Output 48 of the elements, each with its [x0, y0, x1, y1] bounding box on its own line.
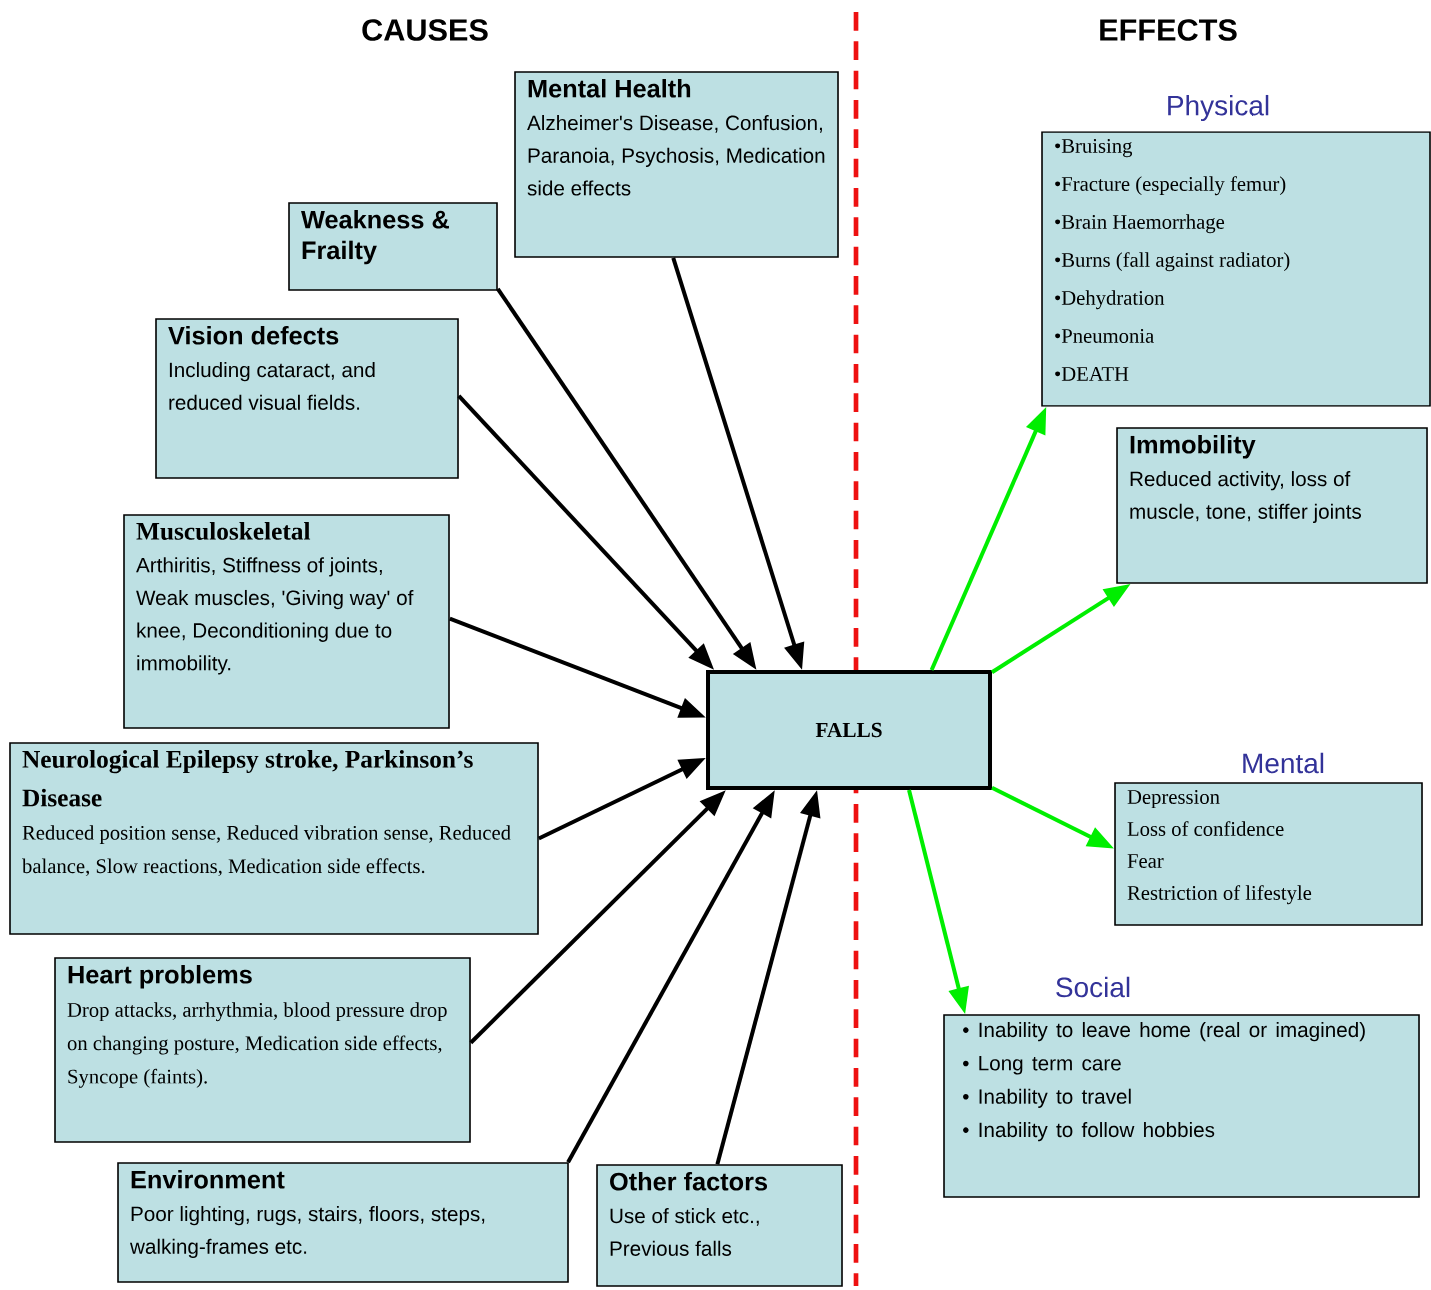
box-text: Reduced activity, loss of muscle, tone, stiffer joints [1130, 471, 1361, 523]
list-item: •DEATH [1055, 367, 1129, 381]
text-box [596, 1164, 843, 1287]
list-item: • Long term care [963, 1056, 1121, 1075]
text-box [288, 202, 498, 291]
list-item: •Burns (fall against radiator) [1055, 252, 1290, 272]
box-title: Other factors [610, 1172, 767, 1191]
box-title: Immobility [1130, 435, 1256, 459]
box-title: Neurological Epilepsy stroke, Parkinson’s Disease [22, 750, 473, 807]
box-title: Heart problems [68, 965, 252, 989]
box-text: Poor lighting, rugs, stairs, floors, steps, walking-frames etc. [130, 1206, 485, 1258]
text-box [1116, 427, 1428, 584]
box-title: Mental [1243, 752, 1324, 774]
box-title: Environment [131, 1170, 285, 1189]
list-item: Fear [1127, 854, 1164, 868]
box-title: Mental Health [528, 79, 691, 98]
list-item: •Brain Haemorrhage [1055, 214, 1225, 234]
box-text: Reduced position sense, Reduced vibration sense, Reduced balance, Slow reactions, Medication side effects. [22, 825, 511, 877]
list-item: • Inability to leave home (real or imagined) [963, 1022, 1365, 1042]
list-item: • Inability to follow hobbies [963, 1122, 1215, 1142]
list-item: • Inability to travel [963, 1088, 1131, 1108]
box-text: Alzheimer's Disease, Confusion, Paranoia, Psychosis, Medication side effects [527, 115, 825, 196]
list-item: Depression [1127, 790, 1220, 809]
box-title: Social [1056, 976, 1130, 998]
box-title: Physical [1168, 94, 1269, 122]
list-item: Restriction of lifestyle [1127, 885, 1312, 905]
box-text: Arthiritis, Stiffness of joints, Weak muscles, 'Giving way' of knee, Deconditioning due to immobility. [136, 557, 414, 675]
list-item: •Bruising [1055, 139, 1133, 158]
text-box [117, 1162, 569, 1283]
text-box [9, 742, 539, 935]
box-title: Vision defects [168, 326, 339, 345]
list-item: •Dehydration [1055, 290, 1165, 310]
text-box [54, 957, 471, 1143]
text-box [514, 71, 839, 258]
column-heading: CAUSES [362, 19, 488, 41]
box-text: Including cataract, and reduced visual fields. [169, 362, 375, 410]
list-item: •Pneumonia [1055, 329, 1154, 343]
list-item: •Fracture (especially femur) [1055, 176, 1286, 196]
list-item: Loss of confidence [1127, 821, 1284, 836]
box-text: Use of stick etc., Previous falls [610, 1208, 759, 1256]
falls-box [706, 670, 992, 790]
column-heading: EFFECTS [1100, 19, 1237, 41]
text-box [155, 318, 459, 479]
box-title: Weakness & Frailty [301, 210, 449, 265]
box-text: Drop attacks, arrhythmia, blood pressure drop on changing posture, Medication side effects, Syncope (faints). [67, 1002, 447, 1088]
box-title: FALLS [815, 722, 882, 738]
box-title: Musculoskeletal [136, 522, 311, 540]
text-box [123, 514, 450, 729]
